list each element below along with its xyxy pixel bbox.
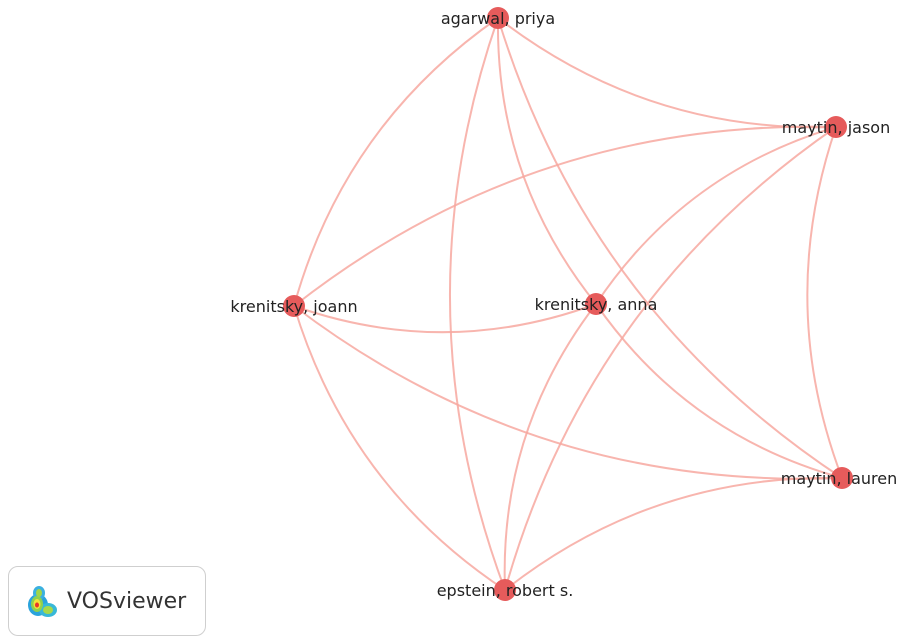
node-circle[interactable] — [487, 7, 509, 29]
edge-agarwal-krenitsky_anna — [496, 17, 597, 305]
logo-text: VOSviewer — [67, 588, 187, 614]
edge-maytin_jason-krenitsky_anna — [595, 126, 837, 305]
node-label[interactable]: krenitsky, anna — [535, 295, 658, 314]
node-circle[interactable] — [585, 293, 607, 315]
node-circle[interactable] — [825, 116, 847, 138]
edge-maytin_jason-epstein — [504, 126, 837, 591]
vosviewer-logo-icon — [28, 586, 57, 617]
node-maytin_jason[interactable]: maytin, jason — [782, 116, 890, 138]
edge-agarwal-krenitsky_joann — [293, 17, 499, 307]
node-krenitsky_anna[interactable]: krenitsky, anna — [535, 293, 658, 315]
node-epstein[interactable]: epstein, robert s. — [437, 579, 574, 601]
edge-krenitsky_anna-epstein — [503, 303, 597, 591]
nodes-layer: agarwal, priya maytin, jason krenitsky, jo… — [230, 7, 897, 601]
edge-maytin_lauren-epstein — [504, 476, 843, 591]
node-circle[interactable] — [494, 579, 516, 601]
edge-agarwal-epstein — [448, 17, 506, 591]
node-maytin_lauren[interactable]: maytin, lauren — [781, 467, 898, 489]
edge-maytin_jason-maytin_lauren — [806, 126, 843, 479]
edges-layer — [293, 17, 843, 591]
node-agarwal[interactable]: agarwal, priya — [441, 7, 555, 29]
edge-krenitsky_anna-maytin_lauren — [595, 303, 843, 479]
node-circle[interactable] — [831, 467, 853, 489]
node-label[interactable]: epstein, robert s. — [437, 581, 574, 600]
node-label[interactable]: krenitsky, joann — [230, 297, 357, 316]
vosviewer-logo[interactable]: VOSviewer — [8, 566, 206, 636]
edge-krenitsky_joann-epstein — [293, 305, 506, 591]
edge-krenitsky_joann-maytin_lauren — [293, 305, 843, 480]
node-label[interactable]: agarwal, priya — [441, 9, 555, 28]
node-circle[interactable] — [283, 295, 305, 317]
edge-agarwal-maytin_lauren — [497, 17, 843, 479]
edge-krenitsky_joann-krenitsky_anna — [293, 303, 597, 334]
node-krenitsky_joann[interactable]: krenitsky, joann — [230, 295, 358, 317]
edge-agarwal-maytin_jason — [497, 17, 837, 129]
node-label[interactable]: maytin, jason — [782, 118, 890, 137]
edge-maytin_jason-krenitsky_joann — [293, 125, 837, 307]
node-label[interactable]: maytin, lauren — [781, 469, 898, 488]
